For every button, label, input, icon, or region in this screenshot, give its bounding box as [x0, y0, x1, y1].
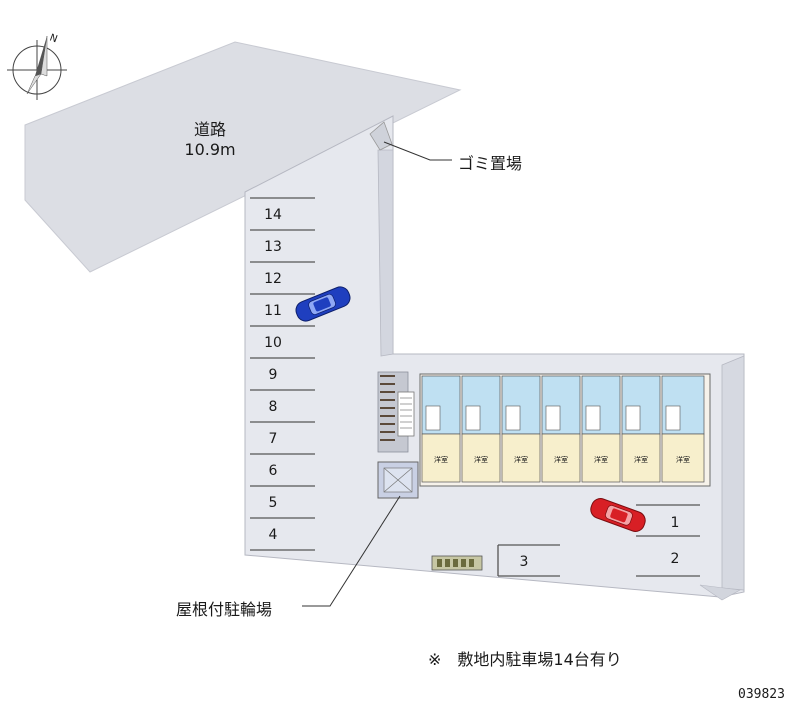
site-edge-strip — [721, 355, 745, 591]
parking-space-6: 6 — [269, 463, 278, 479]
parking-space-10: 10 — [264, 335, 282, 351]
apartment-building: 洋室 洋室 洋室 洋室 — [377, 371, 711, 487]
parking-space-7: 7 — [269, 431, 278, 447]
site-lot — [244, 115, 745, 598]
parking-space-8: 8 — [269, 399, 278, 415]
site-corner-ramp — [699, 584, 741, 601]
parking-space-14: 14 — [264, 207, 282, 223]
unit-label-5: 洋室 — [594, 455, 608, 464]
left-parking-numbers: 14 13 12 11 10 9 8 7 6 5 4 — [264, 207, 282, 543]
compass-north-label: N — [48, 32, 59, 45]
parking-space-9: 9 — [269, 367, 278, 383]
parking-note: ※ 敷地内駐車場14台有り — [428, 650, 622, 669]
storage-box — [431, 555, 483, 571]
garbage-callout-line — [383, 141, 452, 161]
right-parking-lines — [497, 504, 700, 577]
right-parking-numbers: 1 2 3 — [520, 515, 680, 570]
left-parking-lines — [250, 197, 315, 551]
car-red-icon — [590, 498, 646, 532]
site-inner-wall — [377, 149, 394, 357]
garbage-label: ゴミ置場 — [458, 154, 523, 173]
car-blue-icon — [295, 286, 351, 322]
parking-space-2: 2 — [671, 551, 680, 567]
unit-label-1: 洋室 — [434, 455, 448, 464]
parking-space-11: 11 — [264, 303, 282, 319]
bicycle-parking-label: 屋根付駐輪場 — [176, 600, 273, 619]
bicycle-shelter — [377, 461, 419, 499]
unit-label-4: 洋室 — [554, 455, 568, 464]
property-id: 039823 — [738, 687, 785, 702]
road — [24, 41, 462, 273]
compass-icon: N — [7, 32, 67, 100]
parking-space-5: 5 — [269, 495, 278, 511]
parking-space-13: 13 — [264, 239, 282, 255]
unit-label-2: 洋室 — [474, 455, 488, 464]
bicycle-callout-line — [302, 495, 401, 607]
unit-row: 洋室 洋室 洋室 洋室 — [421, 375, 705, 483]
road-name: 道路 — [194, 120, 226, 139]
parking-space-4: 4 — [269, 527, 278, 543]
unit-label-6: 洋室 — [634, 455, 648, 464]
parking-space-12: 12 — [264, 271, 282, 287]
parking-space-3: 3 — [520, 554, 529, 570]
unit-label-3: 洋室 — [514, 455, 528, 464]
unit-label-7: 洋室 — [676, 455, 690, 464]
road-width: 10.9m — [184, 140, 235, 159]
parking-space-1: 1 — [671, 515, 680, 531]
